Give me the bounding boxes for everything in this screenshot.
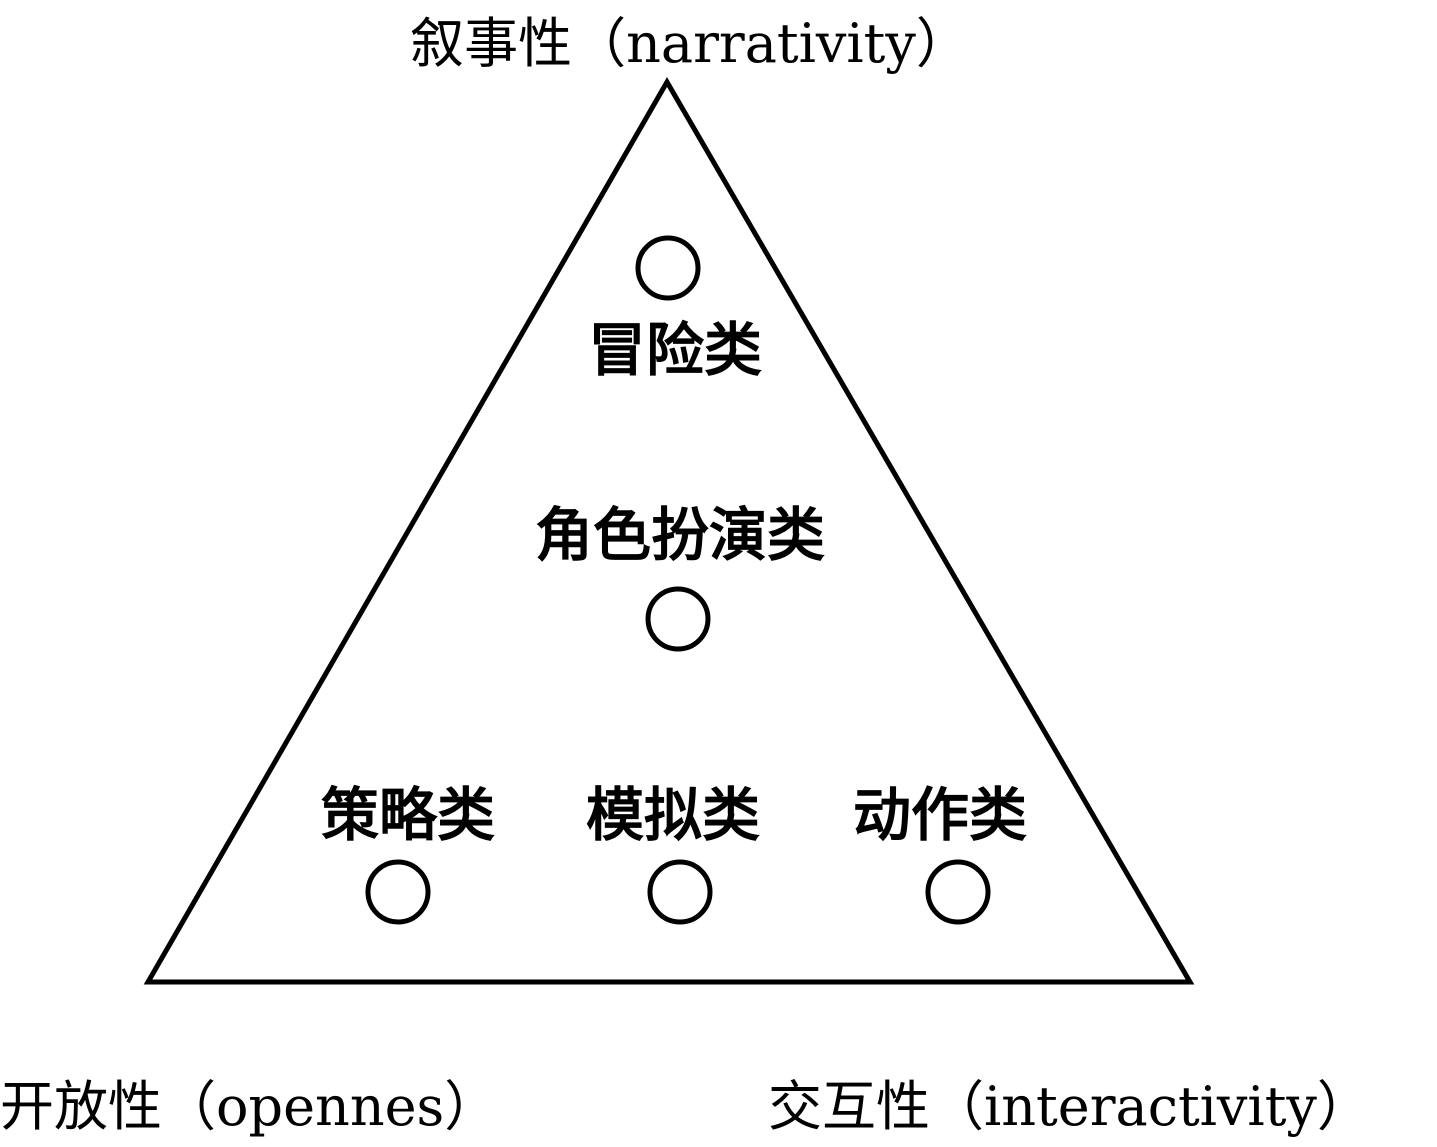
triangle [143, 77, 1195, 985]
label-role-playing: 角色扮演类 [535, 501, 825, 569]
label-simulation: 模拟类 [586, 781, 760, 849]
label-openness: 开放性（opennes） [0, 1075, 498, 1138]
label-interactivity: 交互性（interactivity） [768, 1075, 1371, 1138]
label-narrativity: 叙事性（narrativity） [410, 12, 970, 75]
node-adventure [635, 235, 701, 301]
label-action: 动作类 [853, 781, 1027, 849]
label-strategy: 策略类 [321, 781, 495, 849]
node-strategy [365, 859, 431, 925]
node-simulation [647, 859, 713, 925]
node-role-playing [645, 586, 711, 652]
label-adventure: 冒险类 [588, 316, 762, 384]
node-action [925, 859, 991, 925]
